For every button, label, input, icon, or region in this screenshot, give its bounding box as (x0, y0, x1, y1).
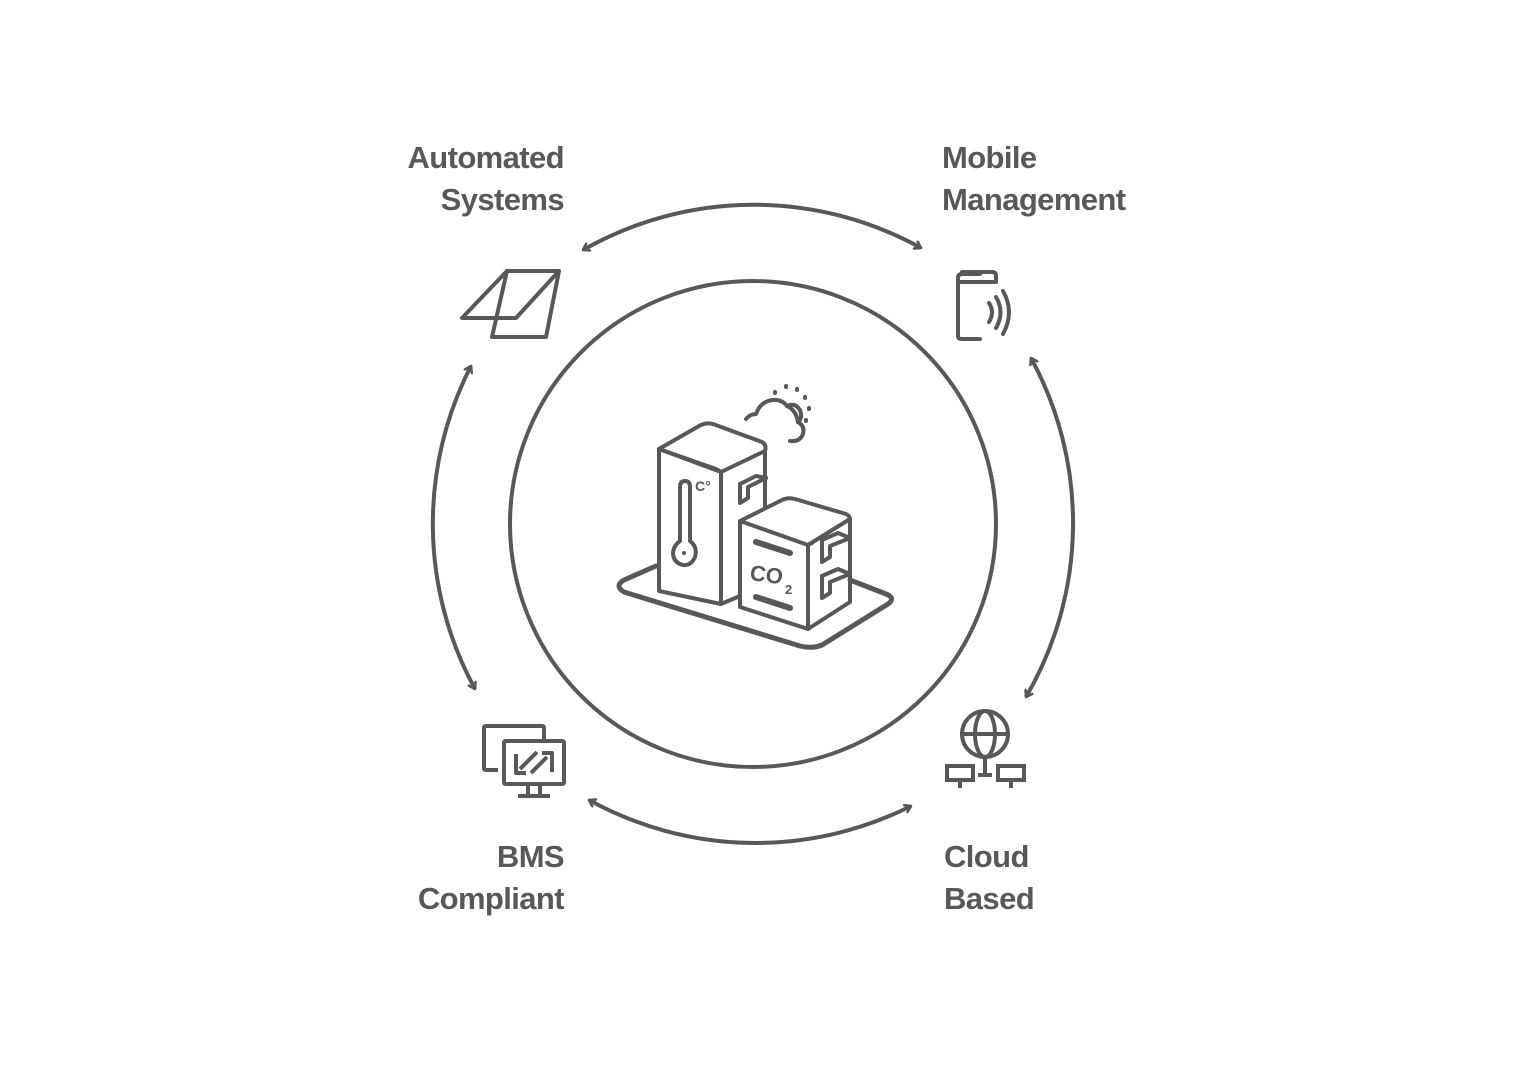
label-line: BMS (496, 839, 565, 874)
window-panel-icon (460, 269, 561, 339)
label-line: Compliant (417, 881, 565, 916)
node-label-bms-compliant: BMS Compliant (417, 836, 565, 920)
arrow-cloud-to-bms (589, 800, 911, 845)
platform (616, 563, 894, 650)
monitors-sync-icon (482, 724, 566, 798)
label-line: Cloud (944, 839, 1029, 874)
node-label-mobile-management: Mobile Management (942, 137, 1126, 221)
co2-label: CO (748, 560, 784, 589)
building-sensors-icon (616, 384, 894, 650)
label-line: Based (944, 881, 1035, 916)
thermometer (671, 479, 698, 568)
phone-wireless-icon (956, 270, 1011, 341)
cloud-sun-icon (744, 384, 811, 444)
center-circle (508, 279, 998, 769)
arrow-automated-to-mobile (583, 202, 921, 250)
label-line: Automated (407, 140, 565, 175)
node-label-cloud-based: Cloud Based (944, 836, 1035, 920)
co2-subscript: 2 (785, 582, 792, 597)
label-line: Mobile (942, 140, 1037, 175)
arrow-bms-to-automated (430, 366, 475, 689)
thermometer-unit-label: C° (695, 478, 711, 494)
globe-network-icon (945, 709, 1026, 788)
label-line: Management (942, 182, 1126, 217)
node-label-automated-systems: Automated Systems (408, 137, 565, 221)
label-line: Systems (440, 182, 565, 217)
arrow-mobile-to-cloud (1026, 358, 1076, 697)
